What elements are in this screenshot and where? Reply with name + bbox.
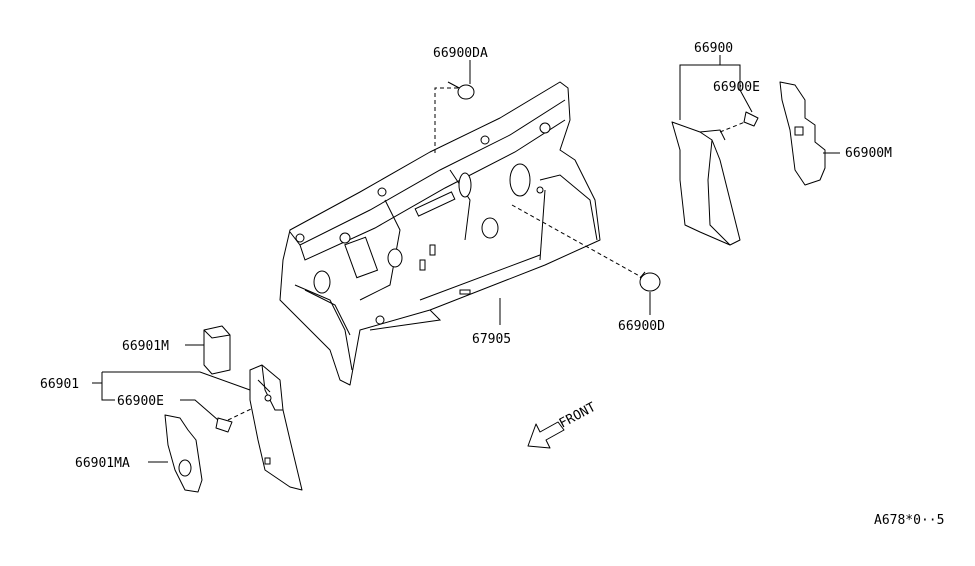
front-arrow [527,421,565,449]
insulator-66900 [671,121,741,246]
label-ref-code: A678*0··5 [874,513,944,528]
label-66900E-left: 66900E [117,394,164,409]
pad-66901M [203,325,231,375]
label-66901MA: 66901MA [75,456,130,471]
label-66901: 66901 [40,377,79,392]
label-66900M: 66900M [845,146,892,161]
clip-66900E-right [743,111,759,127]
label-66900D: 66900D [618,319,665,334]
label-66900: 66900 [694,41,733,56]
label-front: FRONT [557,400,599,432]
label-66900E-right: 66900E [713,80,760,95]
dash-panel-67905 [279,81,601,386]
clip-66900DA [447,81,475,100]
pad-66901MA [164,414,203,493]
clip-66900D [639,271,661,292]
label-66900DA: 66900DA [433,46,488,61]
insulator-66901 [249,364,303,491]
clip-66900E-left [215,417,233,433]
label-67905: 67905 [472,332,511,347]
label-66901M: 66901M [122,339,169,354]
pad-66900M [779,81,826,186]
